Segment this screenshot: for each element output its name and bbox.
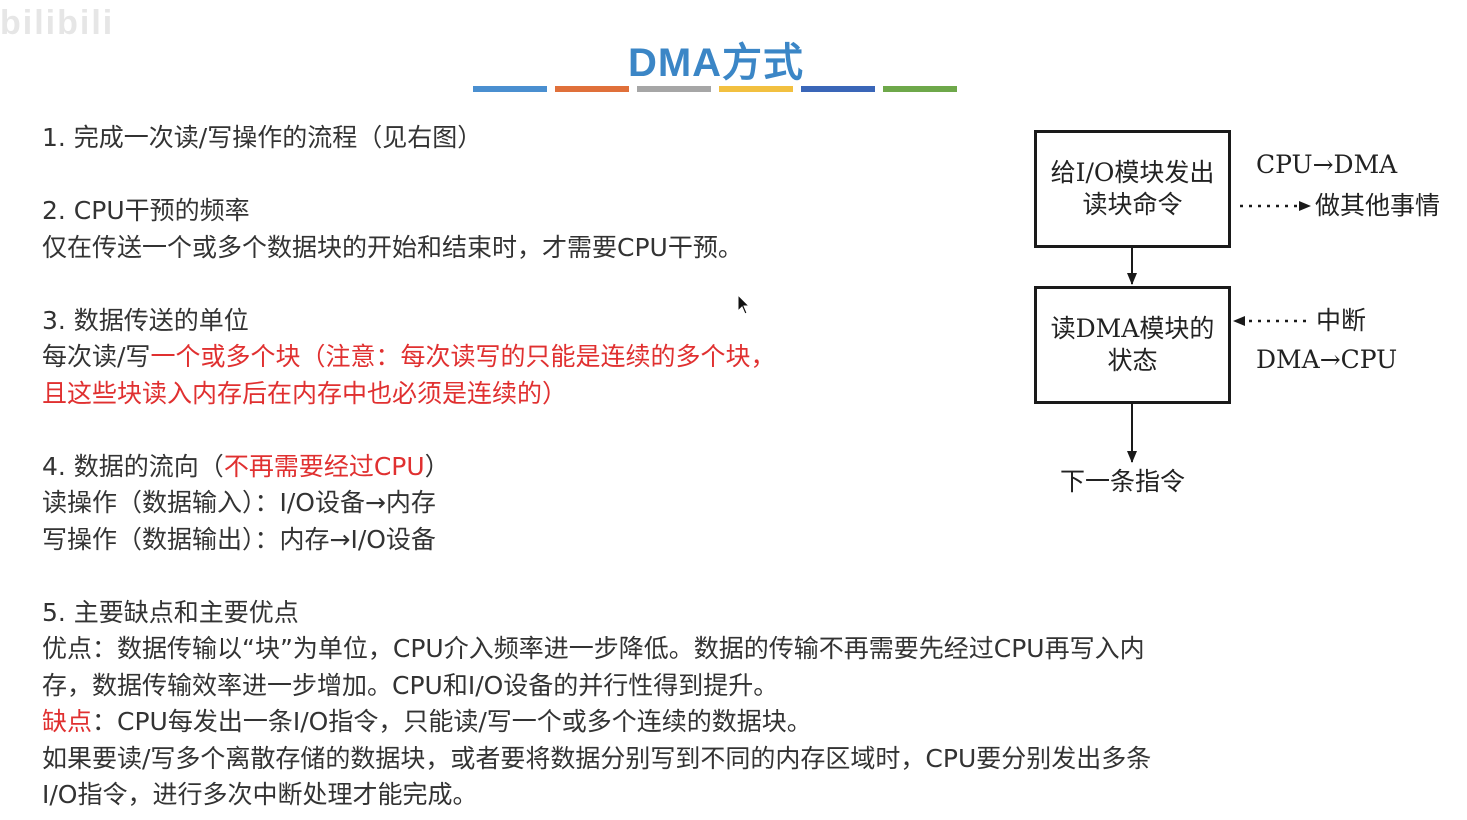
section-5-disadvantage: 缺点：CPU每发出一条I/O指令，只能读/写一个或多个连续的数据块。 xyxy=(42,704,1422,741)
section-2-body: 仅在传送一个或多个数据块的开始和结束时，才需要CPU干预。 xyxy=(42,232,743,262)
label-dma-to-cpu: DMA→CPU xyxy=(1256,345,1398,374)
title-color-bar xyxy=(473,86,957,92)
section-4-heading-prefix: 4. 数据的流向（ xyxy=(42,451,224,481)
section-4-heading-highlight: 不再需要经过CPU xyxy=(223,451,425,481)
section-4-read: 读操作（数据输入）：I/O设备→内存 xyxy=(42,488,436,517)
color-segment xyxy=(883,86,957,92)
color-segment xyxy=(719,86,793,92)
color-segment xyxy=(637,86,711,92)
section-4-heading-suffix: ） xyxy=(424,451,450,481)
watermark: bilibili xyxy=(0,4,115,42)
section-5-detail-2: I/O指令，进行多次中断处理才能完成。 xyxy=(42,780,478,809)
section-3-line2: 且这些块读入内存后在内存中也必须是连续的） xyxy=(42,378,568,408)
label-next-instruction: 下一条指令 xyxy=(1060,467,1186,496)
color-segment xyxy=(801,86,875,92)
box1-line1: 给I/O模块发出 xyxy=(1050,158,1215,187)
section-3-line1: 每次读/写一个或多个块（注意：每次读写的只能是连续的多个块， xyxy=(42,339,1422,376)
label-cpu-to-dma: CPU→DMA xyxy=(1256,150,1398,179)
section-3-prefix: 每次读/写 xyxy=(42,342,151,371)
box2-line2: 状态 xyxy=(1107,346,1158,375)
label-do-other: 做其他事情 xyxy=(1315,191,1441,220)
flow-box-issue-command: 给I/O模块发出 读块命令 xyxy=(1034,130,1231,248)
disadvantage-label: 缺点 xyxy=(42,707,93,736)
section-5-heading: 5. 主要缺点和主要优点 xyxy=(42,597,299,627)
slide-body: 1. 完成一次读/写操作的流程（见右图） 2. CPU干预的频率 仅在传送一个或… xyxy=(42,120,1422,814)
section-5-advantage-1: 优点：数据传输以“块”为单位，CPU介入频率进一步降低。数据的传输不再需要先经过… xyxy=(42,634,1145,663)
box1-line2: 读块命令 xyxy=(1082,190,1183,219)
color-segment xyxy=(555,86,629,92)
page-title: DMA方式 xyxy=(627,41,805,85)
label-interrupt: 中断 xyxy=(1316,306,1367,335)
color-segment xyxy=(473,86,547,92)
disadvantage-text: ：CPU每发出一条I/O指令，只能读/写一个或多个连续的数据块。 xyxy=(92,707,812,736)
box2-line1: 读DMA模块的 xyxy=(1050,314,1215,343)
section-4-heading: 4. 数据的流向（不再需要经过CPU） xyxy=(42,449,1422,486)
section-5-detail-1: 如果要读/写多个离散存储的数据块，或者要将数据分别写到不同的内存区域时，CPU要… xyxy=(42,743,1152,773)
section-5-advantage-2: 存，数据传输效率进一步增加。CPU和I/O设备的并行性得到提升。 xyxy=(42,670,779,700)
section-2-heading: 2. CPU干预的频率 xyxy=(42,196,250,225)
section-1-heading: 1. 完成一次读/写操作的流程（见右图） xyxy=(42,123,483,152)
section-4-write: 写操作（数据输出）：内存→I/O设备 xyxy=(42,524,436,554)
section-3-heading: 3. 数据传送的单位 xyxy=(42,305,249,335)
mouse-cursor-icon xyxy=(737,294,751,315)
flow-box-read-status: 读DMA模块的 状态 xyxy=(1034,286,1231,404)
section-3-highlight: 一个或多个块（注意：每次读写的只能是连续的多个块， xyxy=(150,342,776,371)
